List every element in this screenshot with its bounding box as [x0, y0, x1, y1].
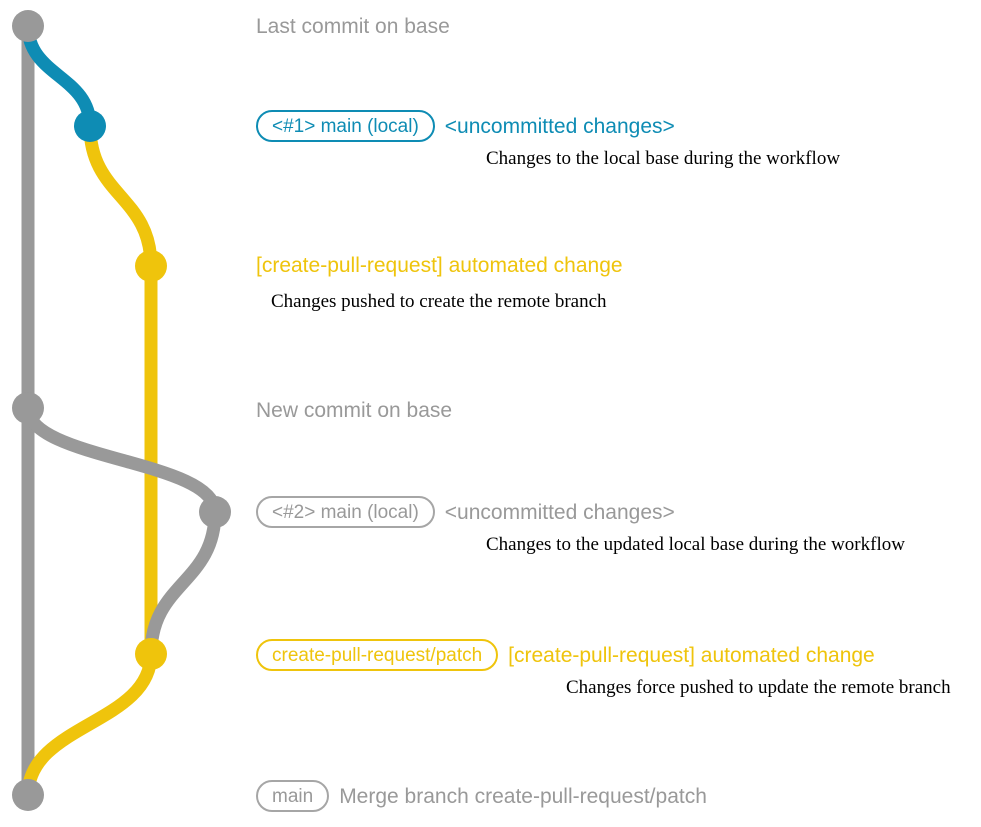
- caption-automated-1: Changes pushed to create the remote bran…: [271, 291, 607, 312]
- commit-subject-merge: Merge branch create-pull-request/patch: [339, 784, 707, 808]
- commit-node-remote-2[interactable]: [135, 638, 167, 670]
- commit-subject-local-2: <uncommitted changes>: [444, 500, 675, 524]
- entry-local-2: <#2> main (local) <uncommitted changes>: [256, 496, 675, 528]
- edge-remote2-to-merge: [21, 647, 158, 802]
- entry-automated-2: create-pull-request/patch [create-pull-r…: [256, 639, 875, 671]
- commit-node-base-new[interactable]: [12, 392, 44, 424]
- commit-subject-automated-2: [create-pull-request] automated change: [508, 643, 875, 667]
- caption-automated-2: Changes force pushed to update the remot…: [566, 677, 951, 698]
- commit-node-remote-1[interactable]: [135, 250, 167, 282]
- branch-pill-remote-patch[interactable]: create-pull-request/patch: [256, 639, 499, 671]
- commit-node-local-1[interactable]: [74, 110, 106, 142]
- heading-last-commit-on-base: Last commit on base: [256, 15, 450, 38]
- entry-local-1: <#1> main (local) <uncommitted changes>: [256, 110, 675, 142]
- edge-local1-to-remote1: [83, 119, 158, 273]
- heading-new-commit-on-base: New commit on base: [256, 399, 453, 422]
- caption-local-2: Changes to the updated local base during…: [486, 534, 905, 555]
- caption-local-1: Changes to the local base during the wor…: [486, 148, 841, 169]
- commit-subject-local-1: <uncommitted changes>: [444, 114, 675, 138]
- edge-basenew-to-local2: [21, 401, 222, 519]
- commit-node-merge[interactable]: [12, 779, 44, 811]
- entry-merge: main Merge branch create-pull-request/pa…: [256, 780, 707, 812]
- entry-automated-1: [create-pull-request] automated change: [256, 255, 623, 276]
- branch-pill-local-2[interactable]: <#2> main (local): [256, 496, 435, 528]
- branch-pill-main[interactable]: main: [256, 780, 330, 812]
- branch-pill-local-1[interactable]: <#1> main (local): [256, 110, 435, 142]
- commit-node-local-2[interactable]: [199, 496, 231, 528]
- edge-local2-to-remote2: [144, 505, 222, 661]
- commit-subject-automated-1: [create-pull-request] automated change: [256, 254, 623, 277]
- commit-node-base-head[interactable]: [12, 10, 44, 42]
